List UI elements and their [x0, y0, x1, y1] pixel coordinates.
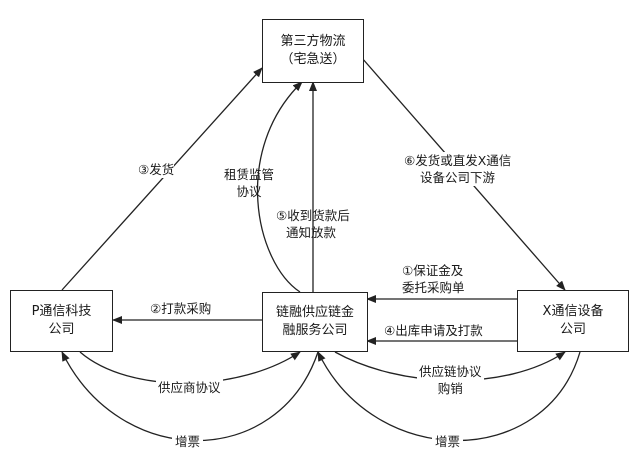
label-deliver-line1: ⑥发货或直发X通信	[404, 153, 512, 168]
node-finance-line1: 链融供应链金	[275, 305, 354, 320]
label-invoice-right: 增票	[432, 433, 464, 450]
label-deposit: ①保证金及 委托采购单	[402, 262, 465, 296]
node-logistics-line2: （宅急送）	[280, 52, 346, 67]
node-logistics: 第三方物流 （宅急送）	[262, 19, 364, 83]
label-deposit-line1: ①保证金及	[402, 263, 464, 278]
label-pay-purchase: ②打款采购	[150, 301, 212, 316]
label-deliver-line2: 设备公司下游	[420, 170, 496, 185]
label-scm: 供应链协议 购销	[417, 363, 484, 397]
label-lease: 租赁监管 协议	[224, 166, 274, 200]
node-p-company: P通信科技 公司	[10, 290, 113, 352]
label-deposit-line2: 委托采购单	[402, 280, 465, 295]
label-lease-line1: 租赁监管	[224, 167, 275, 182]
label-invoice-left: 增票	[172, 433, 204, 450]
label-deliver: ⑥发货或直发X通信 设备公司下游	[404, 152, 512, 186]
node-finance: 链融供应链金 融服务公司	[262, 292, 368, 352]
label-notify-line1: ⑤收到货款后	[276, 208, 350, 223]
node-x-company-line2: 公司	[559, 322, 586, 337]
label-scm-line1: 供应链协议	[419, 364, 482, 379]
edge-ship	[61, 67, 263, 291]
edge-lease	[256, 81, 303, 293]
node-p-company-line2: 公司	[48, 322, 75, 337]
label-outbound: ④出库申请及打款	[384, 323, 483, 338]
node-finance-line2: 融服务公司	[282, 323, 348, 338]
label-supplier-agreement: 供应商协议	[156, 379, 223, 396]
label-notify-line2: 通知放款	[286, 225, 337, 240]
label-scm-line2: 购销	[437, 381, 463, 396]
label-notify: ⑤收到货款后 通知放款	[276, 207, 350, 241]
node-logistics-line1: 第三方物流	[280, 34, 346, 49]
node-x-company: X通信设备 公司	[517, 290, 629, 352]
node-p-company-line1: P通信科技	[31, 304, 92, 319]
label-ship: ③发货	[138, 161, 175, 178]
node-x-company-line1: X通信设备	[542, 304, 604, 319]
label-lease-line2: 协议	[236, 184, 262, 199]
